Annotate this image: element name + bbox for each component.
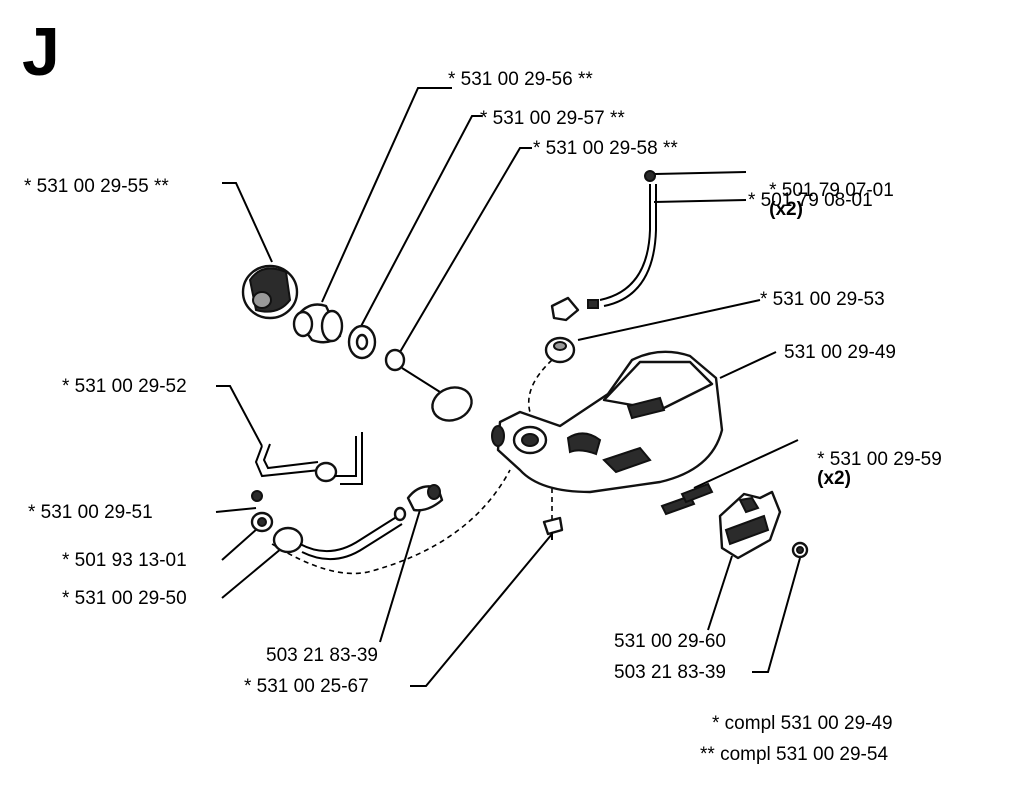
- fuel-hose: [254, 432, 363, 485]
- leader-lines: [215, 87, 801, 687]
- retainer-strap: [384, 348, 473, 422]
- fuel-filter: [406, 484, 444, 512]
- quantity-badge: (x2): [817, 468, 851, 489]
- vibration-mounts: [660, 482, 714, 516]
- part-label-531-00-25-67: * 531 00 25-67: [244, 676, 369, 697]
- part-label-531-00-29-56: * 531 00 29-56 **: [448, 69, 593, 90]
- bracket-screw: [791, 541, 809, 559]
- part-label-501-79-07-01: * 501 79 07-01 (x2): [748, 162, 894, 238]
- part-label-501-93-13-01: * 501 93 13-01: [62, 550, 187, 571]
- grommet: [544, 336, 576, 364]
- part-label-531-00-29-53: * 531 00 29-53: [760, 289, 885, 310]
- assembly-paths: [271, 359, 553, 575]
- part-label-531-00-29-55: * 531 00 29-55 **: [24, 176, 169, 197]
- part-label-531-00-29-57: * 531 00 29-57 **: [480, 108, 625, 129]
- part-label-531-00-29-50: * 531 00 29-50: [62, 588, 187, 609]
- tank-screw: [542, 516, 564, 540]
- part-label-503-21-83-39-filter: 503 21 83-39: [266, 645, 378, 666]
- part-label-531-00-29-60: 531 00 29-60: [614, 631, 726, 652]
- part-label-531-00-29-52: * 531 00 29-52: [62, 376, 187, 397]
- cap-sleeve: [292, 303, 344, 344]
- filler-cap: [241, 264, 299, 320]
- mount-bracket: [718, 490, 782, 560]
- part-label-501-79-08-01: * 501 79 08-01: [748, 190, 873, 211]
- part-number: * 531 00 29-59: [817, 449, 942, 470]
- part-number: * 501 79 07-01: [769, 180, 894, 201]
- section-letter: J: [22, 14, 60, 90]
- hose-fittings: [250, 490, 407, 561]
- vent-pipe: [550, 170, 657, 322]
- washer: [347, 324, 377, 360]
- part-label-531-00-29-58: * 531 00 29-58 **: [533, 138, 678, 159]
- part-label-531-00-29-59: * 531 00 29-59 (x2): [796, 431, 942, 507]
- part-label-503-21-83-39-bracket: 503 21 83-39: [614, 662, 726, 683]
- legend-double-star: ** compl 531 00 29-54: [700, 744, 889, 765]
- legend-single-star: * compl 531 00 29-49: [712, 713, 893, 734]
- part-label-531-00-29-51: * 531 00 29-51: [28, 502, 153, 523]
- part-label-531-00-29-49: 531 00 29-49: [784, 342, 896, 363]
- quantity-badge: (x2): [769, 199, 803, 220]
- fuel-tank: [491, 350, 724, 494]
